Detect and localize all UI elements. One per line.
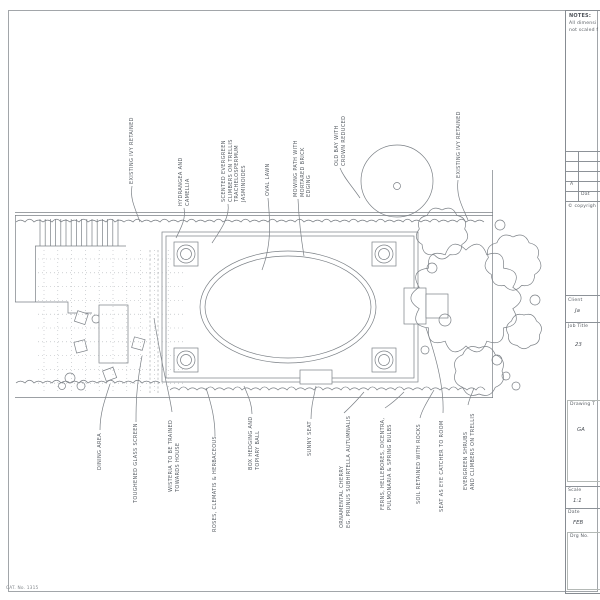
- sheet-border: [8, 10, 598, 592]
- planting-decoration: [15, 207, 542, 396]
- annotation-label: SUNNY SEAT: [307, 421, 313, 456]
- annotation-label: FERNS, HELLEBORES, DICENTRA, PULMONARIA …: [380, 417, 393, 510]
- annotation-label: EVERGREEN SHRUBS AND CLIMBERS ON TRELLIS: [463, 413, 476, 490]
- leader-lines: [99, 167, 475, 437]
- revision-table-divider: [578, 151, 579, 201]
- revision-letter: A: [570, 182, 574, 187]
- annotation-label: OLD BAY WITH CROWN REDUCED: [334, 115, 347, 166]
- client-rule: [566, 295, 600, 296]
- job-title-heading: Job Title: [568, 324, 589, 329]
- title-block: NOTES: All dimensi not scaled f A Dat © …: [565, 10, 600, 594]
- client-heading: Client: [568, 298, 583, 303]
- annotation-label: ROSES, CLEMATIS & HERBACEOUS: [212, 435, 218, 532]
- annotation-label: SOIL RETAINED WITH ROCKS: [416, 423, 422, 504]
- sheet-footer-note: CAT. No. 1315: [6, 586, 39, 591]
- drawing-title-heading: Drawing T: [570, 402, 596, 407]
- annotation-label: EXISTING IVY RETAINED: [456, 111, 462, 178]
- annotation-label: HYDRANGEA AND CAMELLIA: [178, 157, 191, 206]
- date-rule: [566, 508, 600, 509]
- annotation-label: SEAT AS EYE CATCHER TO ROOM: [439, 420, 445, 512]
- scale-heading: Scale: [568, 488, 582, 493]
- annotation-label: SCENTED EVERGREEN CLIMBERS ON TRELLIS TR…: [221, 139, 247, 202]
- annotation-label: TOUGHENED GLASS SCREEN: [133, 423, 139, 503]
- revision-date-heading: Dat: [581, 192, 590, 197]
- job-title-rule: [566, 322, 600, 323]
- date-heading: Date: [568, 510, 580, 515]
- annotation-label: BOX HEDGING AND TOPIARY BALL: [248, 416, 261, 470]
- annotation-label: EXISTING IVY RETAINED: [129, 117, 135, 184]
- drawing-title-box: [567, 400, 600, 482]
- job-title-value: 23: [575, 342, 582, 348]
- drawing-number-box: [567, 532, 600, 590]
- annotation-label: MOWING PATH WITH MORTARED BRICK EDGING: [293, 140, 313, 197]
- scale-rule: [566, 486, 600, 487]
- date-value: FEB: [573, 520, 584, 526]
- revision-table-rule: [566, 201, 600, 202]
- notes-line: All dimensi: [569, 21, 597, 26]
- annotation-label: WISTERIA TO BE TRAINED TOWARDS HOUSE: [168, 419, 181, 492]
- drawing-number-heading: Drg No.: [570, 534, 589, 539]
- client-value: Ja: [575, 308, 580, 314]
- annotation-label: ORNAMENTAL CHERRY EG. PRUNUS SUBHIRTELLA…: [339, 415, 352, 528]
- notes-heading: NOTES:: [569, 13, 592, 19]
- revision-table-rule: [566, 161, 600, 162]
- garden-linework: [15, 144, 493, 398]
- annotation-label: DINING AREA: [97, 432, 103, 470]
- revision-table-rule: [566, 181, 600, 182]
- drawing-title-value: GA: [577, 427, 585, 433]
- revision-table-rule: [566, 151, 600, 152]
- scale-value: 1:1: [573, 498, 582, 504]
- revision-table-rule: [566, 171, 600, 172]
- annotation-label: OVAL LAWN: [265, 163, 271, 196]
- revision-table-rule: [566, 191, 600, 192]
- copyright-note: © copyrigh: [568, 204, 597, 209]
- notes-line: not scaled f: [569, 28, 599, 33]
